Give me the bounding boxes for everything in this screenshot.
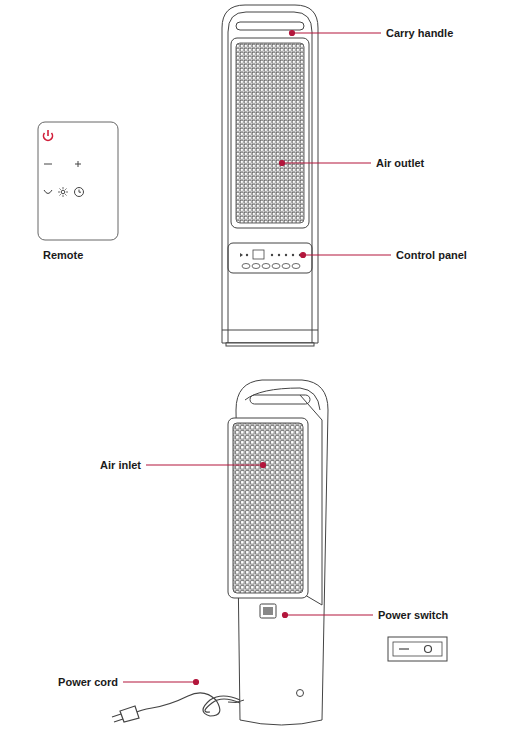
heater-front-view (222, 5, 318, 346)
part-label: Air outlet (376, 157, 424, 170)
part-label: Power switch (378, 609, 448, 622)
part-label: Control panel (396, 249, 467, 262)
part-label: Carry handle (386, 27, 453, 40)
part-label: Remote (43, 249, 83, 262)
part-label: Power cord (58, 676, 118, 689)
leader-lines (123, 31, 391, 685)
switch-icon (388, 637, 447, 661)
part-label: Air inlet (100, 459, 141, 472)
heater-back-view (228, 380, 328, 725)
remote-control (38, 122, 118, 240)
power-cord (112, 693, 240, 722)
